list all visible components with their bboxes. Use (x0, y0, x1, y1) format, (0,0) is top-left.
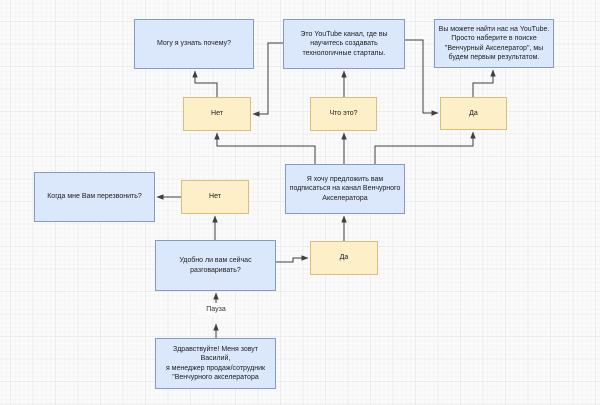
flow-edge-offer-to-yes-top (374, 131, 476, 164)
flow-node-youtube-explain[interactable]: Это YouTube канал, где вы научитесь созд… (283, 19, 405, 69)
flow-edge-yes-top-to-find-us (472, 69, 496, 97)
flow-node-yes-mid[interactable]: Да (310, 241, 378, 275)
flow-edge-offer-to-no-top (214, 132, 316, 164)
flow-node-offer[interactable]: Я хочу предложить вам подписаться на кан… (285, 164, 405, 214)
flow-edge-convenient-to-yes-mid (276, 255, 309, 263)
flow-node-find-us[interactable]: Вы можете найти нас на YouTube. Просто н… (434, 19, 554, 68)
edge-label-pause-label: Пауза (198, 304, 234, 315)
flow-edge-youtube-explain-to-no-top (252, 42, 283, 117)
flow-node-greeting[interactable]: Здравствуйте! Меня зовут Василий, я мене… (155, 338, 276, 389)
flow-node-no-mid[interactable]: Нет (181, 180, 249, 214)
flow-node-what-is-it[interactable]: Что это? (310, 97, 377, 131)
flow-node-yes-top[interactable]: Да (440, 97, 507, 130)
flow-edge-no-top-to-ask-why (192, 70, 218, 97)
flow-node-ask-why[interactable]: Могу я узнать почему? (134, 19, 254, 69)
flow-node-convenient[interactable]: Удобно ли вам сейчас разговаривать? (155, 240, 276, 291)
flow-node-callback-when[interactable]: Когда мне Вам перезвонить? (34, 172, 155, 222)
flow-node-no-top[interactable]: Нет (183, 97, 251, 131)
